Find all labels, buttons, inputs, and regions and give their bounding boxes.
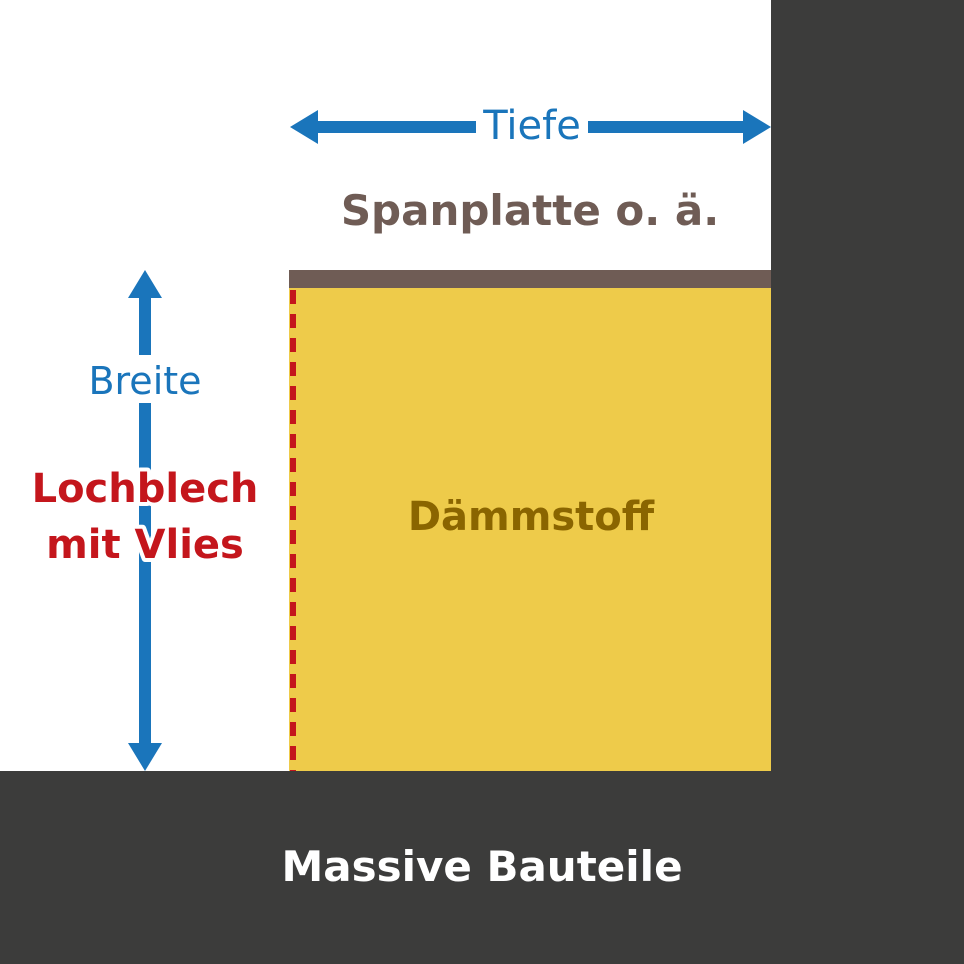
board-label: Spanplatte o. ä. [341,186,719,235]
width-label: Breite [88,359,201,403]
insulation-block [289,288,771,771]
width-arrow [128,270,162,771]
perforated-label-line1: Lochblech [32,466,259,512]
depth-label: Tiefe [482,103,581,149]
massive-label: Massive Bauteile [281,842,682,891]
width-label-bg [82,355,208,403]
board-strip [289,270,771,288]
insulation-label: Dämmstoff [408,494,655,540]
perforated-label: Lochblech mit Vlies [28,462,263,572]
depth-label-bg [476,100,588,150]
perforated-label-line2: mit Vlies [46,522,244,568]
massive-floor [0,771,964,964]
